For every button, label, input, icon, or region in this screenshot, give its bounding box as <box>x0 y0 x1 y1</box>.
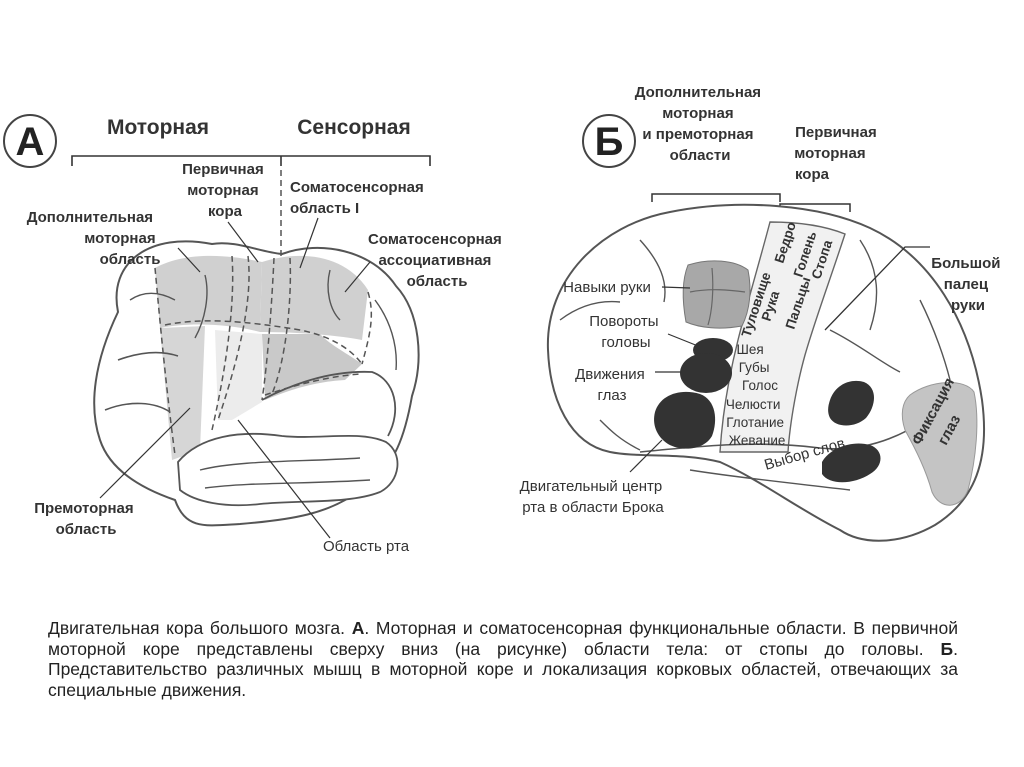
caption-letter-b: Б <box>940 638 954 659</box>
label-primary-motor-a: Первичная моторная кора <box>182 161 268 220</box>
panel-b: Б Дополнительная моторная и премоторная … <box>520 84 1004 542</box>
label-mouth-area: Область рта <box>323 538 410 555</box>
label-supplementary-motor-a: Дополнительная моторная область <box>27 209 161 268</box>
brain-a <box>93 170 420 527</box>
label-eye-movements: Движения глаз <box>575 366 649 404</box>
region-eye-movements <box>680 353 732 393</box>
label-primary-motor-b: Первичная моторная кора <box>794 124 881 183</box>
region-eye-fixation <box>901 382 978 506</box>
brain-b <box>546 203 986 542</box>
label-broca: Двигательный центр рта в области Брока <box>520 478 667 516</box>
label-big-thumb: Большой палец руки <box>931 255 1004 314</box>
panel-a-badge: А <box>3 114 57 168</box>
label-premotor: Премоторная область <box>34 500 138 538</box>
caption-letter-a: А <box>351 618 365 638</box>
header-bracket <box>71 155 431 166</box>
label-hand-skills: Навыки руки <box>563 279 651 296</box>
header-sensory: Сенсорная <box>297 116 410 139</box>
label-head-turns: Повороты головы <box>589 313 662 351</box>
panel-b-badge: Б <box>582 114 636 168</box>
region-broca <box>654 391 716 449</box>
header-motor: Моторная <box>107 116 209 139</box>
label-somatosensory-1: Соматосенсорная область I <box>290 179 428 217</box>
homunculus-mouth: Челюсти Глотание Жевание <box>726 397 788 448</box>
region-word-choice-upper <box>828 380 874 426</box>
motor-cortex-figure: А Моторная Сенсорная <box>3 84 1004 555</box>
region-word-choice-lower <box>822 443 881 483</box>
label-supp-premotor: Дополнительная моторная и премоторная об… <box>635 84 765 164</box>
label-somatosensory-assoc: Соматосенсорная ассоциативная область <box>368 231 506 290</box>
panel-a: А Моторная Сенсорная <box>3 114 506 555</box>
panel-a-letter: А <box>16 120 45 164</box>
panel-b-letter: Б <box>595 120 624 164</box>
homunculus-face: Шея Губы Голос <box>737 342 779 393</box>
region-hand-skills <box>682 260 751 329</box>
figure-caption: Двигательная кора большого мозга. А. Мот… <box>48 618 958 700</box>
